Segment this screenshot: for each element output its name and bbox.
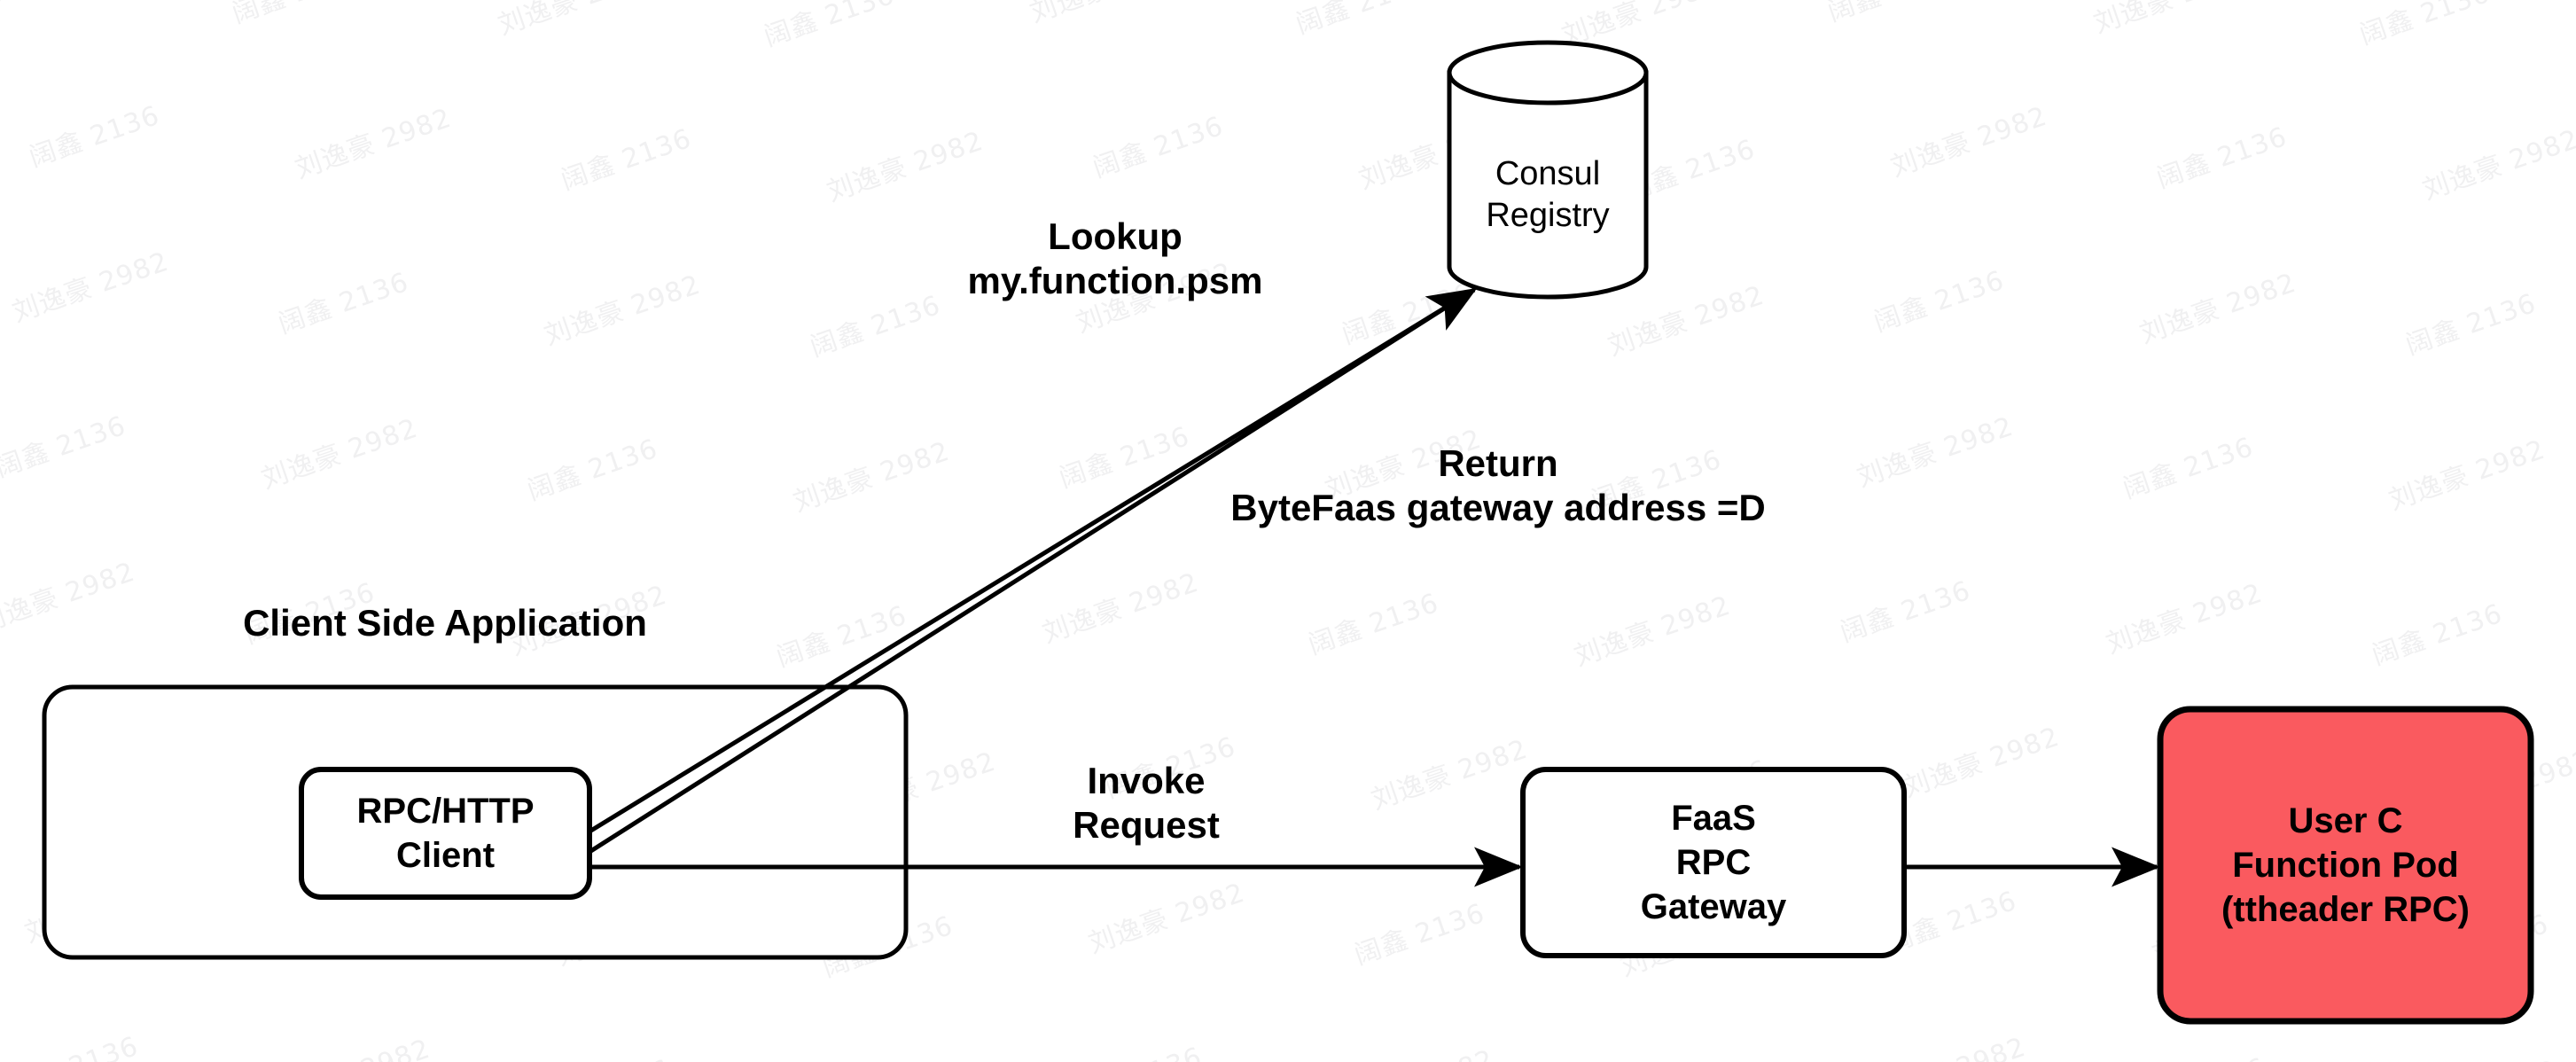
edge-return-line xyxy=(588,295,1463,855)
edge-label-invoke-request: Invoke Request xyxy=(1073,760,1220,846)
faas-rpc-gateway-label: FaaS RPC Gateway xyxy=(1640,799,1787,926)
rpc-http-client-box[interactable] xyxy=(299,767,592,900)
consul-registry-cylinder[interactable] xyxy=(1447,40,1649,300)
edge-label-lookup: Lookup my.function.psm xyxy=(967,215,1263,301)
rpc-http-client-label: RPC/HTTP Client xyxy=(356,792,535,875)
consul-registry-label: Consul Registry xyxy=(1486,154,1610,235)
client-side-application-title: Client Side Application xyxy=(243,602,647,644)
user-c-function-pod-label: User C Function Pod (ttheader RPC) xyxy=(2221,801,2471,929)
edge-lookup-arrow xyxy=(588,287,1478,834)
edge-label-return: Return ByteFaas gateway address =D xyxy=(1230,442,1766,528)
